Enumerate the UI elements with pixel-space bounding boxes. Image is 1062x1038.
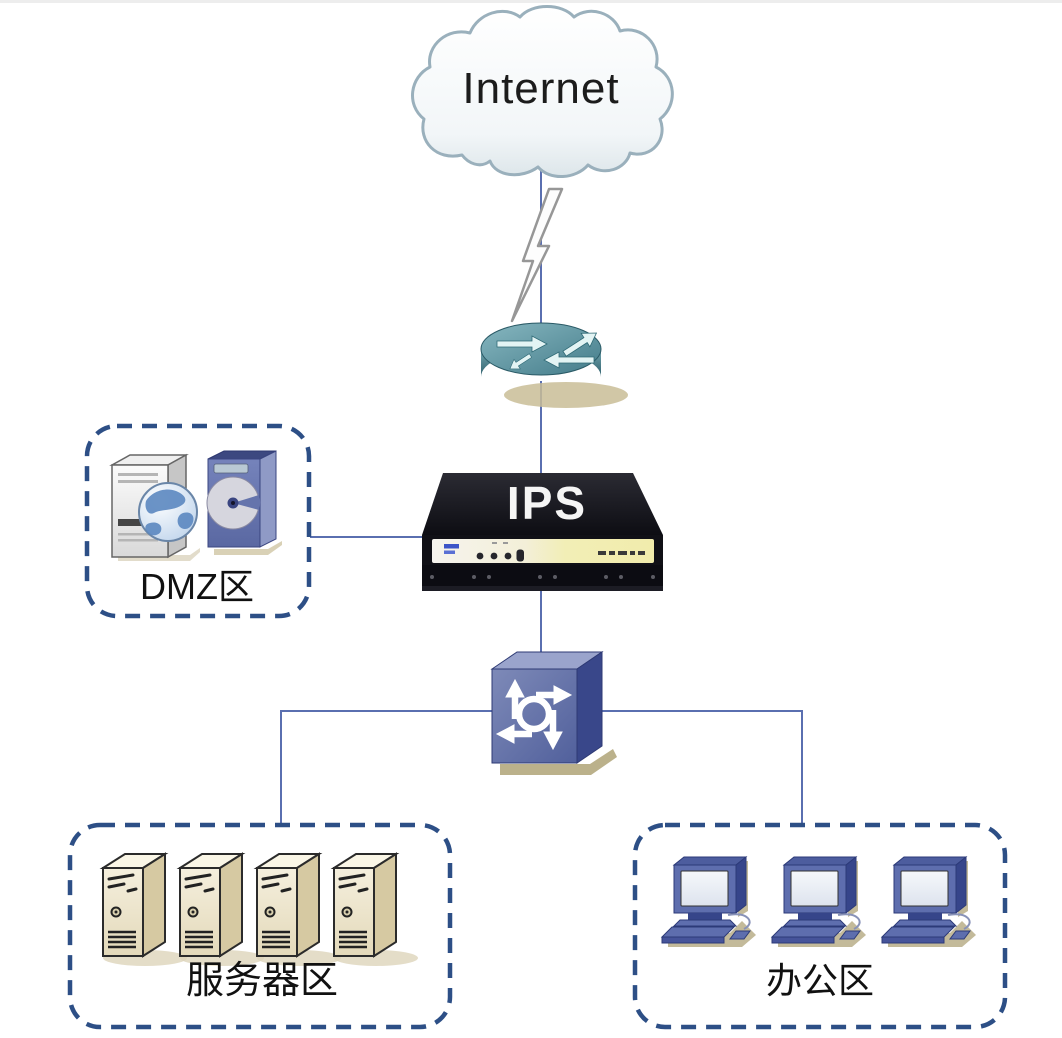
mouse-cable xyxy=(947,913,971,930)
cloud-icon: Internet xyxy=(411,5,674,178)
dmz-zone-border xyxy=(84,423,312,619)
lightning-link-icon xyxy=(510,187,564,323)
desktop-computer-icon xyxy=(880,855,976,947)
server-zone-label: 服务器区 xyxy=(186,960,338,1002)
mouse-cable xyxy=(837,913,861,930)
diagram-canvas: Internet xyxy=(67,5,1008,1030)
switch-arrows-icon xyxy=(495,678,573,751)
web-server-icon xyxy=(109,453,200,561)
server-zone-border xyxy=(67,822,453,1030)
office-computers xyxy=(660,855,976,947)
mouse-icon xyxy=(949,930,971,940)
ips-label: IPS xyxy=(507,477,587,529)
keyboard-icon xyxy=(770,926,846,938)
internet-label: Internet xyxy=(462,64,619,113)
model-text-marks xyxy=(598,551,645,555)
dmz-zone: DMZ区 xyxy=(84,423,312,619)
switch-icon xyxy=(490,651,617,775)
globe-icon xyxy=(138,482,198,542)
desktop-computer-icon xyxy=(770,855,866,947)
link-switch-office xyxy=(602,710,803,826)
vendor-logo-icon xyxy=(444,544,459,554)
disc-icon xyxy=(206,476,261,530)
office-zone-border xyxy=(632,822,1008,1030)
keyboard-icon xyxy=(880,926,956,938)
mouse-cable xyxy=(727,913,751,930)
router-icon xyxy=(480,322,628,408)
server-zone: 服务器区 xyxy=(67,822,453,1030)
router-arrows-icon xyxy=(496,332,598,370)
office-zone-label: 办公区 xyxy=(766,960,874,1001)
link-switch-servers xyxy=(280,710,494,826)
server-tower-icon xyxy=(330,852,418,966)
desktop-computer-icon xyxy=(660,855,756,947)
server-tower-icon xyxy=(176,852,264,966)
dmz-zone-label: DMZ区 xyxy=(140,566,254,607)
office-zone: 办公区 xyxy=(632,822,1008,1030)
ips-appliance-icon: IPS xyxy=(422,473,663,591)
mouse-icon xyxy=(839,930,861,940)
media-server-icon xyxy=(206,450,282,555)
front-ports-icon xyxy=(476,549,524,562)
keyboard-icon xyxy=(660,926,736,938)
chassis-screws xyxy=(430,575,655,579)
mouse-icon xyxy=(729,930,751,940)
server-tower-icon xyxy=(253,852,341,966)
server-towers xyxy=(99,852,418,966)
server-tower-icon xyxy=(99,852,187,966)
